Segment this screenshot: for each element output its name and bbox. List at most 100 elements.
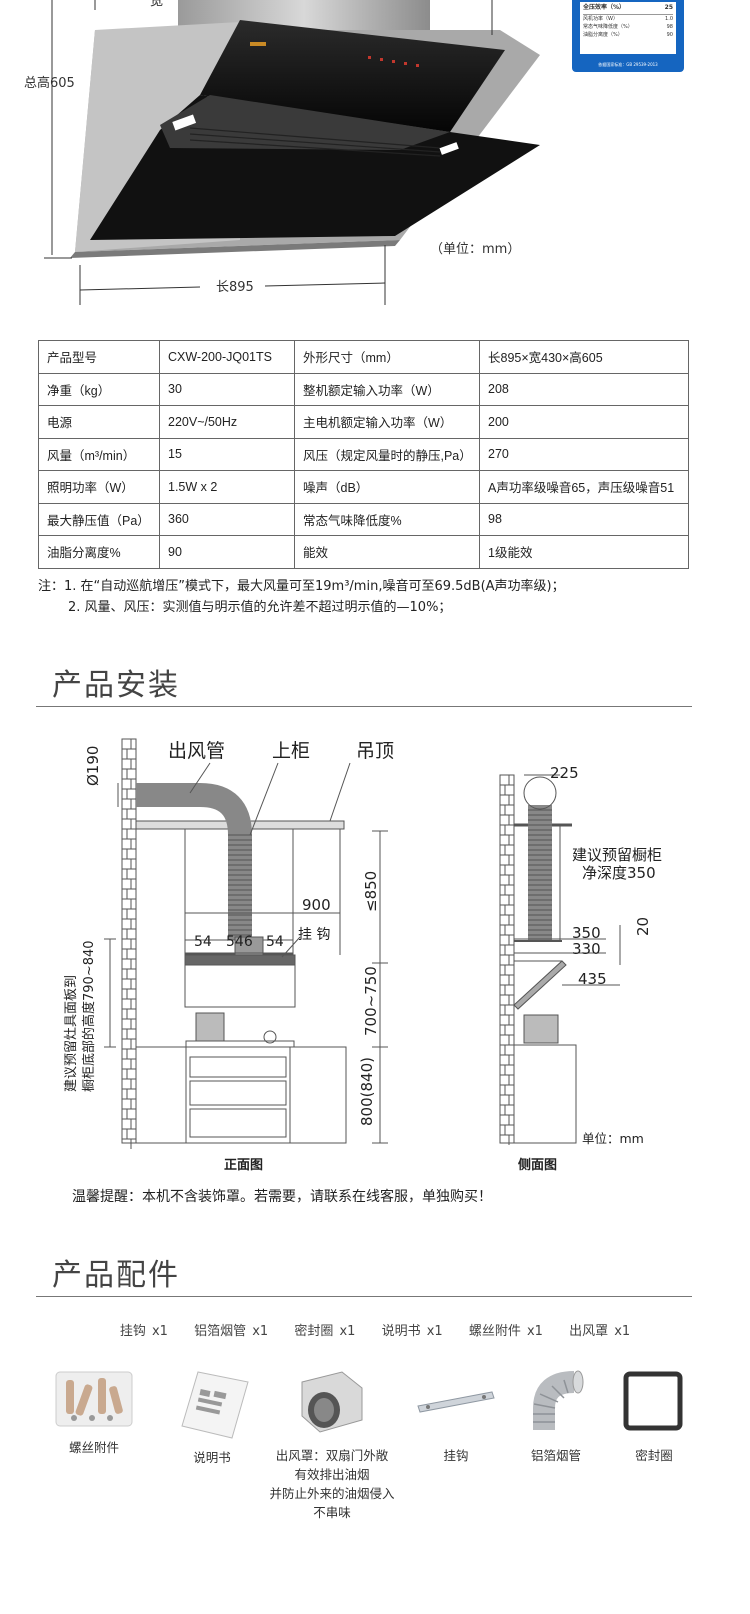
spec-key-cell: 能效 — [294, 535, 480, 569]
spec-key-cell: 风量（m³/min） — [38, 437, 160, 471]
outlet-cover-detail: 并防止外来的油烟侵入 — [269, 1486, 395, 1501]
label-900: 900 — [302, 896, 331, 914]
label-diameter: Ø190 — [84, 745, 102, 786]
label-ceiling: 吊顶 — [356, 740, 395, 762]
label-350: 350 — [572, 924, 601, 942]
spec-value-cell: 98 — [479, 502, 689, 536]
energy-row-value: 1.0 — [665, 16, 673, 22]
accessory-label: 说明书 — [193, 1450, 231, 1465]
depth-note-1: 建议预留橱柜 — [572, 846, 663, 864]
label-duct: 出风管 — [168, 740, 226, 762]
manual-icon — [181, 1371, 249, 1439]
spec-key-cell: 电源 — [38, 405, 160, 439]
spec-value-cell: 长895×宽430×高605 — [479, 340, 689, 374]
spec-notes: 注：1. 在“自动巡航增压”模式下，最大风量可至19m³/min,噪音可至69.… — [38, 576, 565, 618]
screw-bag-icon — [55, 1371, 133, 1427]
accessory-label: 出风罩：双扇门外敞 有效排出油烟 并防止外来的油烟侵入 不串味 — [264, 1446, 400, 1522]
accessory-summary-item: 挂钩 x1 — [119, 1324, 168, 1339]
label-20: 20 — [634, 916, 652, 936]
spec-value-cell: 1级能效 — [479, 535, 689, 569]
install-section-title: 产品安装 — [52, 668, 180, 703]
spec-key-cell: 外形尺寸（mm） — [294, 340, 480, 374]
accessory-summary-list: 挂钩 x1 铝箔烟管 x1 密封圈 x1 说明书 x1 螺丝附件 x1 出风罩 … — [0, 1320, 750, 1339]
side-note-line-2: 橱柜底部的高度790~840 — [82, 940, 97, 1092]
note-line-2: 2. 风量、风压：实测值与明示值的允许差不超过明示值的—10%； — [68, 600, 452, 615]
outlet-cover-label: 出风罩：双扇门外敞 — [275, 1448, 389, 1463]
accessory-summary-item: 说明书 x1 — [381, 1324, 443, 1339]
width-label: 宽 — [150, 0, 164, 9]
accessory-label: 密封圈 — [635, 1448, 673, 1463]
label-225: 225 — [550, 764, 579, 782]
length-label: 长895 — [216, 280, 254, 295]
label-700-750: 700~750 — [362, 966, 380, 1036]
accessory-label: 螺丝附件 — [68, 1440, 119, 1455]
accessory-hook: 挂钩 — [396, 1368, 516, 1465]
label-54-left: 54 — [194, 934, 212, 950]
side-view-caption: 侧面图 — [518, 1158, 558, 1173]
spec-value-cell: 220V~/50Hz — [159, 405, 295, 439]
accessory-summary-item: 出风罩 x1 — [569, 1324, 631, 1339]
total-height-label: 总高605 — [24, 76, 75, 91]
spec-key-cell: 油脂分离度% — [38, 535, 160, 569]
outlet-cover-icon — [301, 1371, 363, 1433]
label-850: ≤850 — [362, 870, 380, 912]
spec-value-cell: 208 — [479, 372, 689, 406]
unit-label: （单位：mm） — [430, 242, 521, 257]
energy-title: 全压效率（%） — [583, 4, 626, 11]
accessory-outlet-cover: 出风罩：双扇门外敞 有效排出油烟 并防止外来的油烟侵入 不串味 — [264, 1368, 400, 1522]
install-section-divider — [36, 706, 692, 707]
decoration-cover-tip: 温馨提醒：本机不含装饰罩。若需要，请联系在线客服，单独购买！ — [72, 1189, 492, 1205]
energy-row-key: 风机功率（W） — [583, 16, 618, 22]
spec-value-cell: 30 — [159, 372, 295, 406]
label-hook: 挂 钩 — [298, 927, 331, 943]
energy-row-value: 90 — [666, 32, 673, 38]
energy-footer: 依据国家标准：GB 29539-2013 — [598, 62, 658, 67]
spec-key-cell: 产品型号 — [38, 340, 160, 374]
spec-key-cell: 照明功率（W） — [38, 470, 160, 504]
side-note-line-1: 建议预留灶具面板到 — [64, 974, 79, 1092]
accessory-label: 挂钩 — [443, 1448, 469, 1463]
spec-value-cell: 200 — [479, 405, 689, 439]
label-546: 546 — [226, 934, 253, 950]
spec-key-cell: 净重（kg） — [38, 372, 160, 406]
spec-key-cell: 整机额定输入功率（W） — [294, 372, 480, 406]
label-800-840: 800(840) — [358, 1057, 376, 1126]
label-54-right: 54 — [266, 934, 284, 950]
accessory-seal-ring: 密封圈 — [594, 1368, 714, 1465]
note-line-1: 注：1. 在“自动巡航增压”模式下，最大风量可至19m³/min,噪音可至69.… — [38, 579, 565, 594]
spec-key-cell: 常态气味降低度% — [294, 502, 480, 536]
accessory-manual: 说明书 — [152, 1368, 272, 1467]
spec-value-cell: 360 — [159, 502, 295, 536]
energy-row-value: 98 — [666, 24, 673, 30]
energy-efficiency-label: 全压效率（%）25 风机功率（W）1.0 常态气味降低度（%）98 油脂分离度（… — [572, 0, 684, 72]
accessories-section-divider — [36, 1296, 692, 1297]
energy-row-key: 油脂分离度（%） — [583, 32, 623, 38]
accessory-summary-item: 密封圈 x1 — [294, 1324, 356, 1339]
spec-value-cell: 1.5W x 2 — [159, 470, 295, 504]
spec-value-cell: 15 — [159, 437, 295, 471]
spec-key-cell: 最大静压值（Pa） — [38, 502, 160, 536]
label-330: 330 — [572, 940, 601, 958]
seal-ring-icon — [623, 1371, 683, 1431]
accessory-summary-item: 铝箔烟管 x1 — [194, 1324, 269, 1339]
front-view-caption: 正面图 — [224, 1158, 264, 1173]
accessory-screws: 螺丝附件 — [34, 1368, 154, 1457]
spec-key-cell: 风压（规定风量时的静压,Pa） — [294, 437, 480, 471]
outlet-cover-detail: 不串味 — [313, 1505, 351, 1520]
energy-row-key: 常态气味降低度（%） — [583, 24, 633, 30]
accessory-foil-duct: 铝箔烟管 — [496, 1368, 616, 1465]
accessories-section-title: 产品配件 — [52, 1258, 180, 1293]
hook-bar-icon — [417, 1391, 495, 1413]
label-435: 435 — [578, 970, 607, 988]
installation-diagram — [104, 738, 621, 1149]
spec-value-cell: A声功率级噪音65，声压级噪音51 — [479, 470, 689, 504]
foil-duct-icon — [533, 1370, 584, 1430]
spec-value-cell: 270 — [479, 437, 689, 471]
side-unit-label: 单位：mm — [582, 1131, 644, 1146]
